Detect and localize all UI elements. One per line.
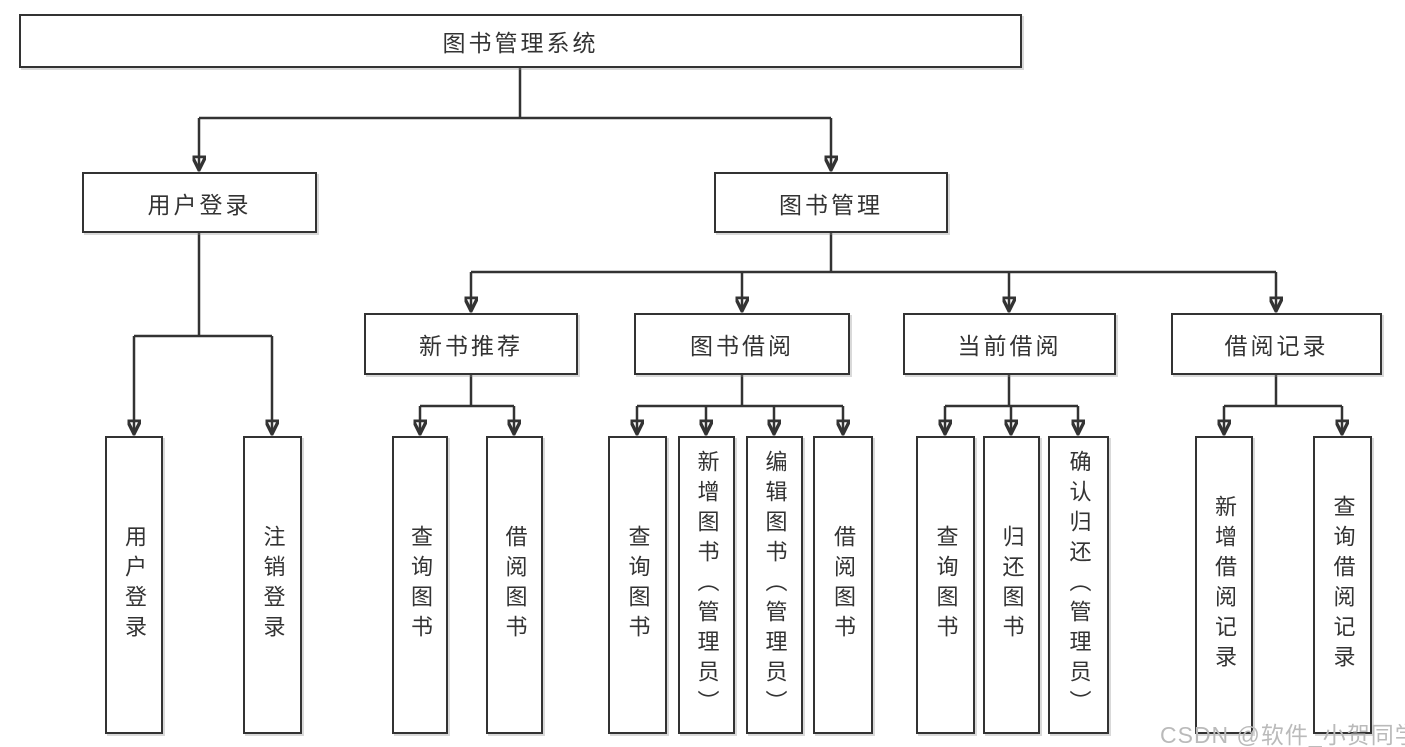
leaf-user-login: 用户登录 [105,436,163,734]
node-label: 新增图书（管理员） [694,450,720,720]
leaf-query-books-current: 查询图书 [916,436,975,734]
node-label: 图书管理系统 [442,30,599,56]
node-label: 查询借阅记录 [1330,495,1356,675]
node-label: 查询图书 [933,525,959,645]
leaf-query-borrow-record: 查询借阅记录 [1313,436,1372,734]
node-new-book-recommendation: 新书推荐 [364,313,578,375]
node-label: 确认归还（管理员） [1066,450,1092,720]
leaf-query-books-borrow: 查询图书 [608,436,667,734]
node-current-borrowing: 当前借阅 [903,313,1116,375]
leaf-borrow-books-recommend: 借阅图书 [486,436,543,734]
leaf-edit-book-admin: 编辑图书（管理员） [746,436,803,734]
node-label: 查询图书 [625,525,651,645]
node-label: 用户登录 [147,191,252,218]
node-library-management-system: 图书管理系统 [19,14,1022,68]
leaf-borrow-books: 借阅图书 [813,436,873,734]
node-book-management: 图书管理 [714,172,948,233]
node-label: 借阅图书 [502,525,528,645]
leaf-logout: 注销登录 [243,436,302,734]
leaf-add-book-admin: 新增图书（管理员） [678,436,735,734]
csdn-watermark: CSDN @软件_小贺同学 [1160,722,1405,747]
node-label: 图书管理 [779,191,883,218]
node-label: 借阅记录 [1224,333,1329,359]
node-label: 图书借阅 [690,333,794,359]
node-label: 注销登录 [260,525,286,645]
node-label: 查询图书 [408,525,433,645]
node-user-login: 用户登录 [82,172,317,233]
leaf-query-books-recommend: 查询图书 [392,436,448,734]
leaf-add-borrow-record: 新增借阅记录 [1195,436,1253,734]
node-label: 借阅图书 [831,525,856,645]
leaf-confirm-return-admin: 确认归还（管理员） [1048,436,1109,734]
node-borrowing-records: 借阅记录 [1171,313,1382,375]
node-label: 新书推荐 [419,333,523,359]
node-label: 归还图书 [999,525,1025,645]
node-book-borrowing: 图书借阅 [634,313,850,375]
node-label: 新增借阅记录 [1212,495,1237,675]
node-label: 用户登录 [122,525,147,645]
node-label: 当前借阅 [957,333,1062,359]
node-label: 编辑图书（管理员） [762,450,788,720]
leaf-return-books: 归还图书 [983,436,1040,734]
